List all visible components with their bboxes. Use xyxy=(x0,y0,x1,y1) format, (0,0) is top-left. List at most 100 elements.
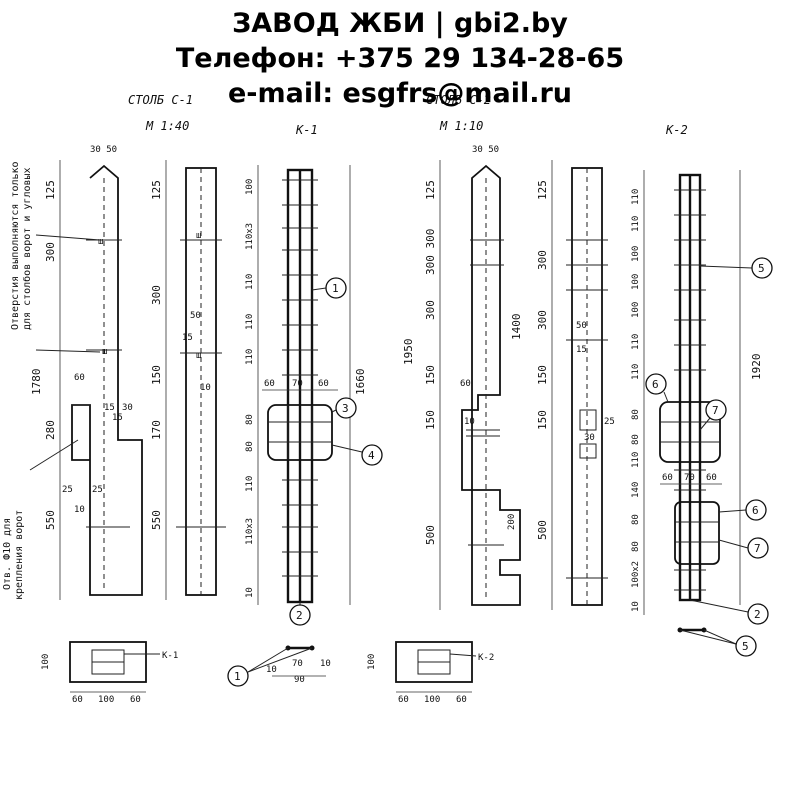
cage-k1-group: К-1 60 70 60 100 110х3 110 110 110 80 80… xyxy=(227,123,383,687)
col2-front-dim-300b: 300 xyxy=(536,310,549,330)
col1-dim-15b: 15 xyxy=(112,413,123,423)
col1-dim-15a: 15 xyxy=(104,403,115,413)
header-line-email: e-mail: esgfrs@mail.ru xyxy=(227,78,573,109)
k2-mesh-box-lower xyxy=(674,501,720,565)
note-gate-line2: крепления ворот xyxy=(14,510,25,600)
k2-dim-1920: 1920 xyxy=(750,354,763,381)
col1-dim-125: 125 xyxy=(44,180,57,200)
k1-dim-110d: 110 xyxy=(245,476,255,492)
cage-k2-group: К-2 60 70 60 110 110 100 100 100 110 110… xyxy=(631,123,773,657)
k1-dim-110b: 110 xyxy=(245,314,255,330)
col1-dim-30: 30 xyxy=(122,403,133,413)
leader-note1b xyxy=(35,349,101,353)
col2-front-dim-500: 500 xyxy=(536,520,549,540)
col1-title: СТОЛБ С-1 xyxy=(128,93,193,107)
col1-front-dim-550: 550 xyxy=(150,510,163,530)
callout-7b xyxy=(747,537,769,559)
col1-front-dim-170: 170 xyxy=(150,420,163,440)
col2-title: СТОЛБ С-2 xyxy=(426,93,491,107)
k2-dim-80d: 80 xyxy=(631,541,641,552)
section-k2-height: 100 xyxy=(367,654,377,670)
xsec-dim-90: 90 xyxy=(294,675,305,685)
k2-dim-60a: 60 xyxy=(662,473,673,483)
col2-dim-top: 30 50 xyxy=(472,145,499,155)
k1-dim-110x3b: 110х3 xyxy=(245,518,255,545)
section-k2-w1: 60 xyxy=(398,695,409,705)
callout-6b-text: 6 xyxy=(752,504,759,517)
k1-title: К-1 xyxy=(295,123,318,137)
callout-5-xsec-text: 5 xyxy=(742,640,749,653)
leader-note1a xyxy=(35,234,101,241)
col2-dim-200: 200 xyxy=(507,514,517,530)
col2-front-plate xyxy=(579,409,597,431)
k1-dim-110a: 110 xyxy=(245,274,255,290)
k2-dim-110a: 110 xyxy=(631,189,641,205)
col1-dim-280: 280 xyxy=(44,420,57,440)
note-holes-line2: для столбов ворот и угловых xyxy=(21,167,33,330)
col2-front-dim-25: 25 xyxy=(604,417,615,427)
col1-dim-top: 30 50 xyxy=(90,145,117,155)
col2-front-dim-125: 125 xyxy=(536,180,549,200)
k1-dim-100: 100 xyxy=(245,179,255,195)
k2-dim-110d: 110 xyxy=(631,364,641,380)
col1-dim-10: 10 xyxy=(74,505,85,515)
col1-dim-60: 60 xyxy=(74,373,85,383)
k1-dim-10: 10 xyxy=(245,587,255,598)
col1-dim-1780: 1780 xyxy=(30,369,43,396)
header-line-company: ЗАВОД ЖБИ | gbi2.by xyxy=(232,8,568,39)
k2-dim-110e: 110 xyxy=(631,452,641,468)
k1-dim-80a: 80 xyxy=(245,414,255,425)
k2-dim-60b: 60 xyxy=(706,473,717,483)
callout-1-xsec xyxy=(227,665,249,687)
column-c1-group: СТОЛБ С-1 М 1:40 ш ш 125 300 1780 280 55… xyxy=(2,93,226,600)
leader-note2 xyxy=(29,439,79,471)
watermark-header: ЗАВОД ЖБИ | gbi2.by Телефон: +375 29 134… xyxy=(0,6,800,111)
k2-leader-7a xyxy=(699,417,711,431)
k2-leader-6b xyxy=(718,509,747,513)
k2-dim-80a: 80 xyxy=(631,409,641,420)
callout-4-text: 4 xyxy=(368,449,375,462)
k2-dim-100x2: 100х2 xyxy=(631,561,641,588)
section-k1-w1: 60 xyxy=(72,695,83,705)
col1-dim-300: 300 xyxy=(44,242,57,262)
section-k2-label: К-2 xyxy=(478,653,494,663)
k2-dim-100c: 100 xyxy=(631,302,641,318)
callout-6a-text: 6 xyxy=(652,378,659,391)
callout-3 xyxy=(335,397,357,419)
k2-leader-5 xyxy=(699,265,753,269)
callout-2-k1 xyxy=(289,604,311,626)
section-k2-leader xyxy=(449,653,477,657)
k2-leader-2 xyxy=(689,599,749,613)
k1-dim-110c: 110 xyxy=(245,349,255,365)
col2-dim-10: 10 xyxy=(464,417,475,427)
callout-5-k2 xyxy=(751,257,773,279)
col2-dim-1400: 1400 xyxy=(510,314,523,341)
col2-front-dim-15: 15 xyxy=(576,345,587,355)
section-k2-w3: 60 xyxy=(456,695,467,705)
k2-dim-110c: 110 xyxy=(631,334,641,350)
callout-7b-text: 7 xyxy=(754,542,761,555)
k2-dim-70: 70 xyxy=(684,473,695,483)
section-k1-w3: 60 xyxy=(130,695,141,705)
k1-xsec-leader1 xyxy=(247,647,289,673)
col2-front-dim-50: 50 xyxy=(576,321,587,331)
callout-7a xyxy=(705,399,727,421)
callout-5-xsec xyxy=(735,635,757,657)
note-gate-line1: Отв. Ф10 для xyxy=(2,518,13,590)
header-line-phone: Телефон: +375 29 134-28-65 xyxy=(175,43,625,74)
col2-side-outline xyxy=(461,164,521,606)
col2-dim-300: 300 xyxy=(424,300,437,320)
col2-dim-150a: 150 xyxy=(424,365,437,385)
k2-dim-140: 140 xyxy=(631,482,641,498)
col1-front-dim-50: 50 xyxy=(190,311,201,321)
col1-dim-25a: 25 xyxy=(62,485,73,495)
k2-dim-100b: 100 xyxy=(631,274,641,290)
section-k2-outline xyxy=(395,641,473,683)
k2-dim-100a: 100 xyxy=(631,246,641,262)
callout-4 xyxy=(361,444,383,466)
col2-front-dim-300a: 300 xyxy=(536,250,549,270)
callout-1-k1-text: 1 xyxy=(332,282,339,295)
col1-front-dim-150: 150 xyxy=(150,365,163,385)
callout-2-k2 xyxy=(747,603,769,625)
col2-scale: М 1:10 xyxy=(439,119,483,133)
